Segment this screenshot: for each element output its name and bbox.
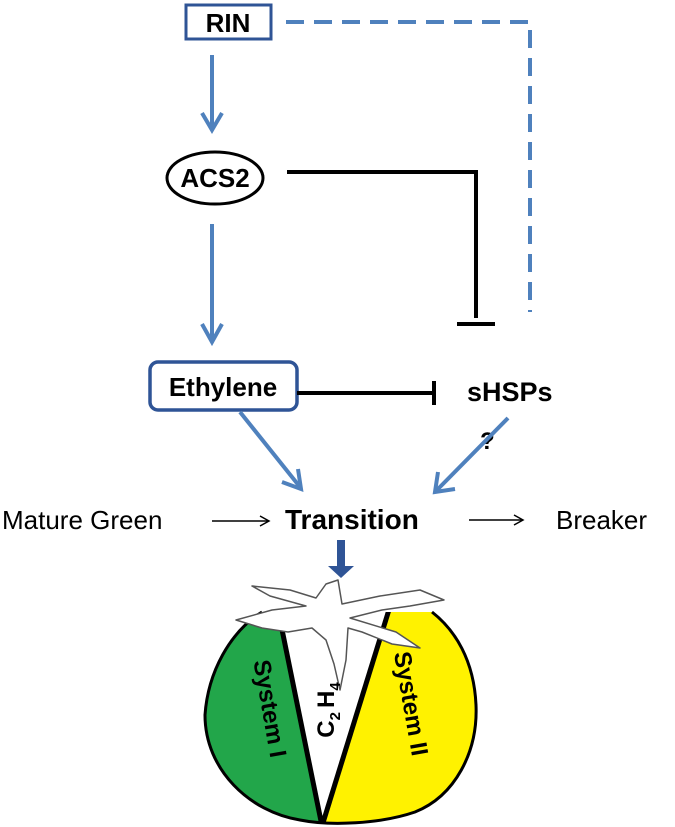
tomato-calyx-icon bbox=[235, 579, 445, 691]
acs2-inhibits-shsps-line bbox=[287, 170, 495, 326]
ethylene-inhibits-shsps-line bbox=[297, 381, 436, 405]
acs2-to-ethylene-arrow bbox=[200, 224, 224, 347]
rin-to-shsps-dashed-line bbox=[286, 20, 532, 312]
tomato-outline bbox=[203, 610, 478, 825]
system-2-region bbox=[322, 612, 477, 824]
rin-node: RIN bbox=[184, 3, 273, 41]
shsps-to-transition-arrow bbox=[432, 416, 510, 495]
rin-to-acs2-arrow bbox=[200, 55, 224, 134]
ethylene-to-transition-arrow bbox=[238, 410, 304, 493]
c2h4-label: C2 H4 bbox=[313, 682, 344, 738]
c2h4-c-sub: 2 bbox=[327, 712, 344, 720]
ethylene-wedge-region bbox=[276, 612, 392, 824]
tomato-fruit: System I System II C2H4 bbox=[203, 579, 478, 825]
c2h4-c: C bbox=[313, 720, 340, 737]
ethylene-node: Ethylene bbox=[148, 360, 299, 412]
breaker-label: Breaker bbox=[556, 505, 647, 535]
transition-to-tomato-arrow bbox=[328, 540, 354, 578]
c2h4-h: H bbox=[313, 691, 340, 708]
rin-label: RIN bbox=[206, 8, 251, 38]
system-1-region bbox=[205, 612, 322, 824]
shsps-label: sHSPs bbox=[467, 377, 553, 407]
transition-label: Transition bbox=[285, 504, 419, 535]
mature-green-to-transition-arrow bbox=[212, 515, 271, 527]
transition-to-breaker-arrow bbox=[469, 514, 525, 526]
ethylene-label: Ethylene bbox=[169, 372, 277, 402]
svg-text:C2H4: C2 H4 bbox=[313, 682, 344, 738]
mature-green-label: Mature Green bbox=[2, 505, 162, 535]
acs2-node: ACS2 bbox=[165, 150, 265, 206]
acs2-label: ACS2 bbox=[180, 163, 249, 193]
c2h4-h-sub: 4 bbox=[327, 682, 344, 691]
